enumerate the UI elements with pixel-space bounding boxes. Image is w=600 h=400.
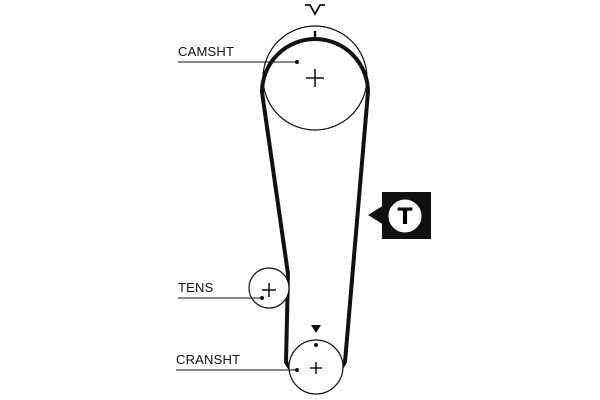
- tensioner-leader-dot: [260, 296, 264, 300]
- tensioner-pulley: [248, 267, 290, 309]
- triangle-down-icon: [311, 325, 321, 333]
- camshaft-leader-dot: [295, 60, 299, 64]
- tensioner-center-cross-icon: [262, 283, 276, 297]
- camshaft-pulley-circle: [262, 25, 368, 131]
- tension-badge-circle: [387, 198, 423, 234]
- crankshaft-leader-dot: [295, 368, 299, 372]
- tension-badge-letter: T: [397, 205, 412, 230]
- crankshaft-center-cross-icon: [310, 362, 322, 374]
- camshaft-pulley: [262, 25, 368, 131]
- crankshaft-timing-dot: [314, 343, 318, 347]
- camshaft-label: CAMSHT: [178, 44, 234, 59]
- v-notch-icon: [305, 4, 325, 16]
- tension-badge: T: [368, 192, 431, 239]
- crankshaft-pulley: [288, 339, 344, 395]
- crankshaft-label: CRANSHT: [176, 352, 240, 367]
- camshaft-center-cross-icon: [306, 69, 324, 87]
- tensioner-label: TENS: [178, 280, 214, 295]
- arrow-left-icon: [368, 205, 384, 225]
